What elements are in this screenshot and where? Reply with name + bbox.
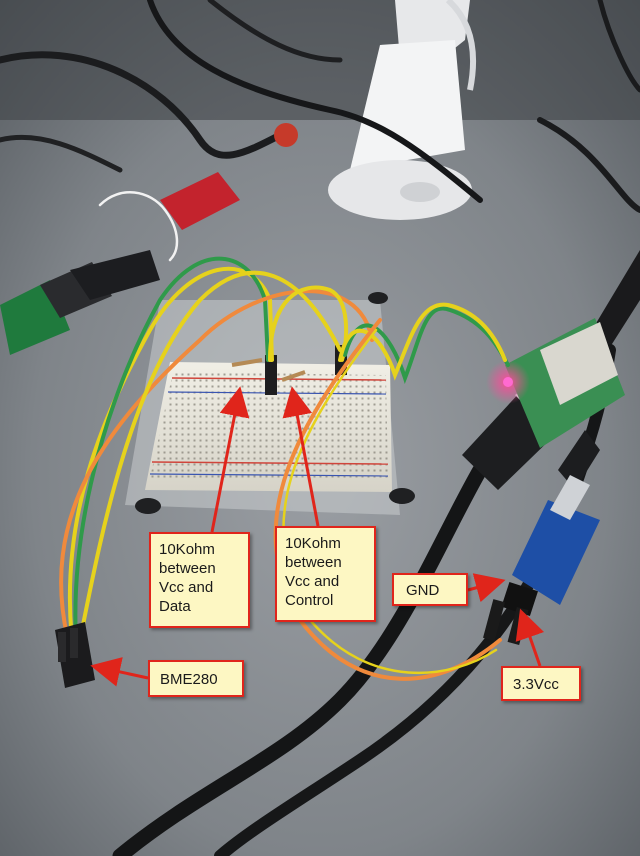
breadboard (125, 292, 415, 515)
label-vcc: 3.3Vcc (501, 666, 581, 701)
label-resistor-control: 10Kohm between Vcc and Control (275, 526, 376, 622)
red-sensor-board (160, 123, 298, 230)
label-bme280: BME280 (148, 660, 244, 697)
wifi-module (486, 318, 625, 448)
background-cables (0, 0, 640, 262)
monitor-stand (328, 0, 477, 220)
serial-adapter-board (0, 250, 160, 355)
bme280-connector (55, 622, 95, 688)
label-gnd: GND (392, 573, 468, 606)
label-resistor-data: 10Kohm between Vcc and Data (149, 532, 250, 628)
